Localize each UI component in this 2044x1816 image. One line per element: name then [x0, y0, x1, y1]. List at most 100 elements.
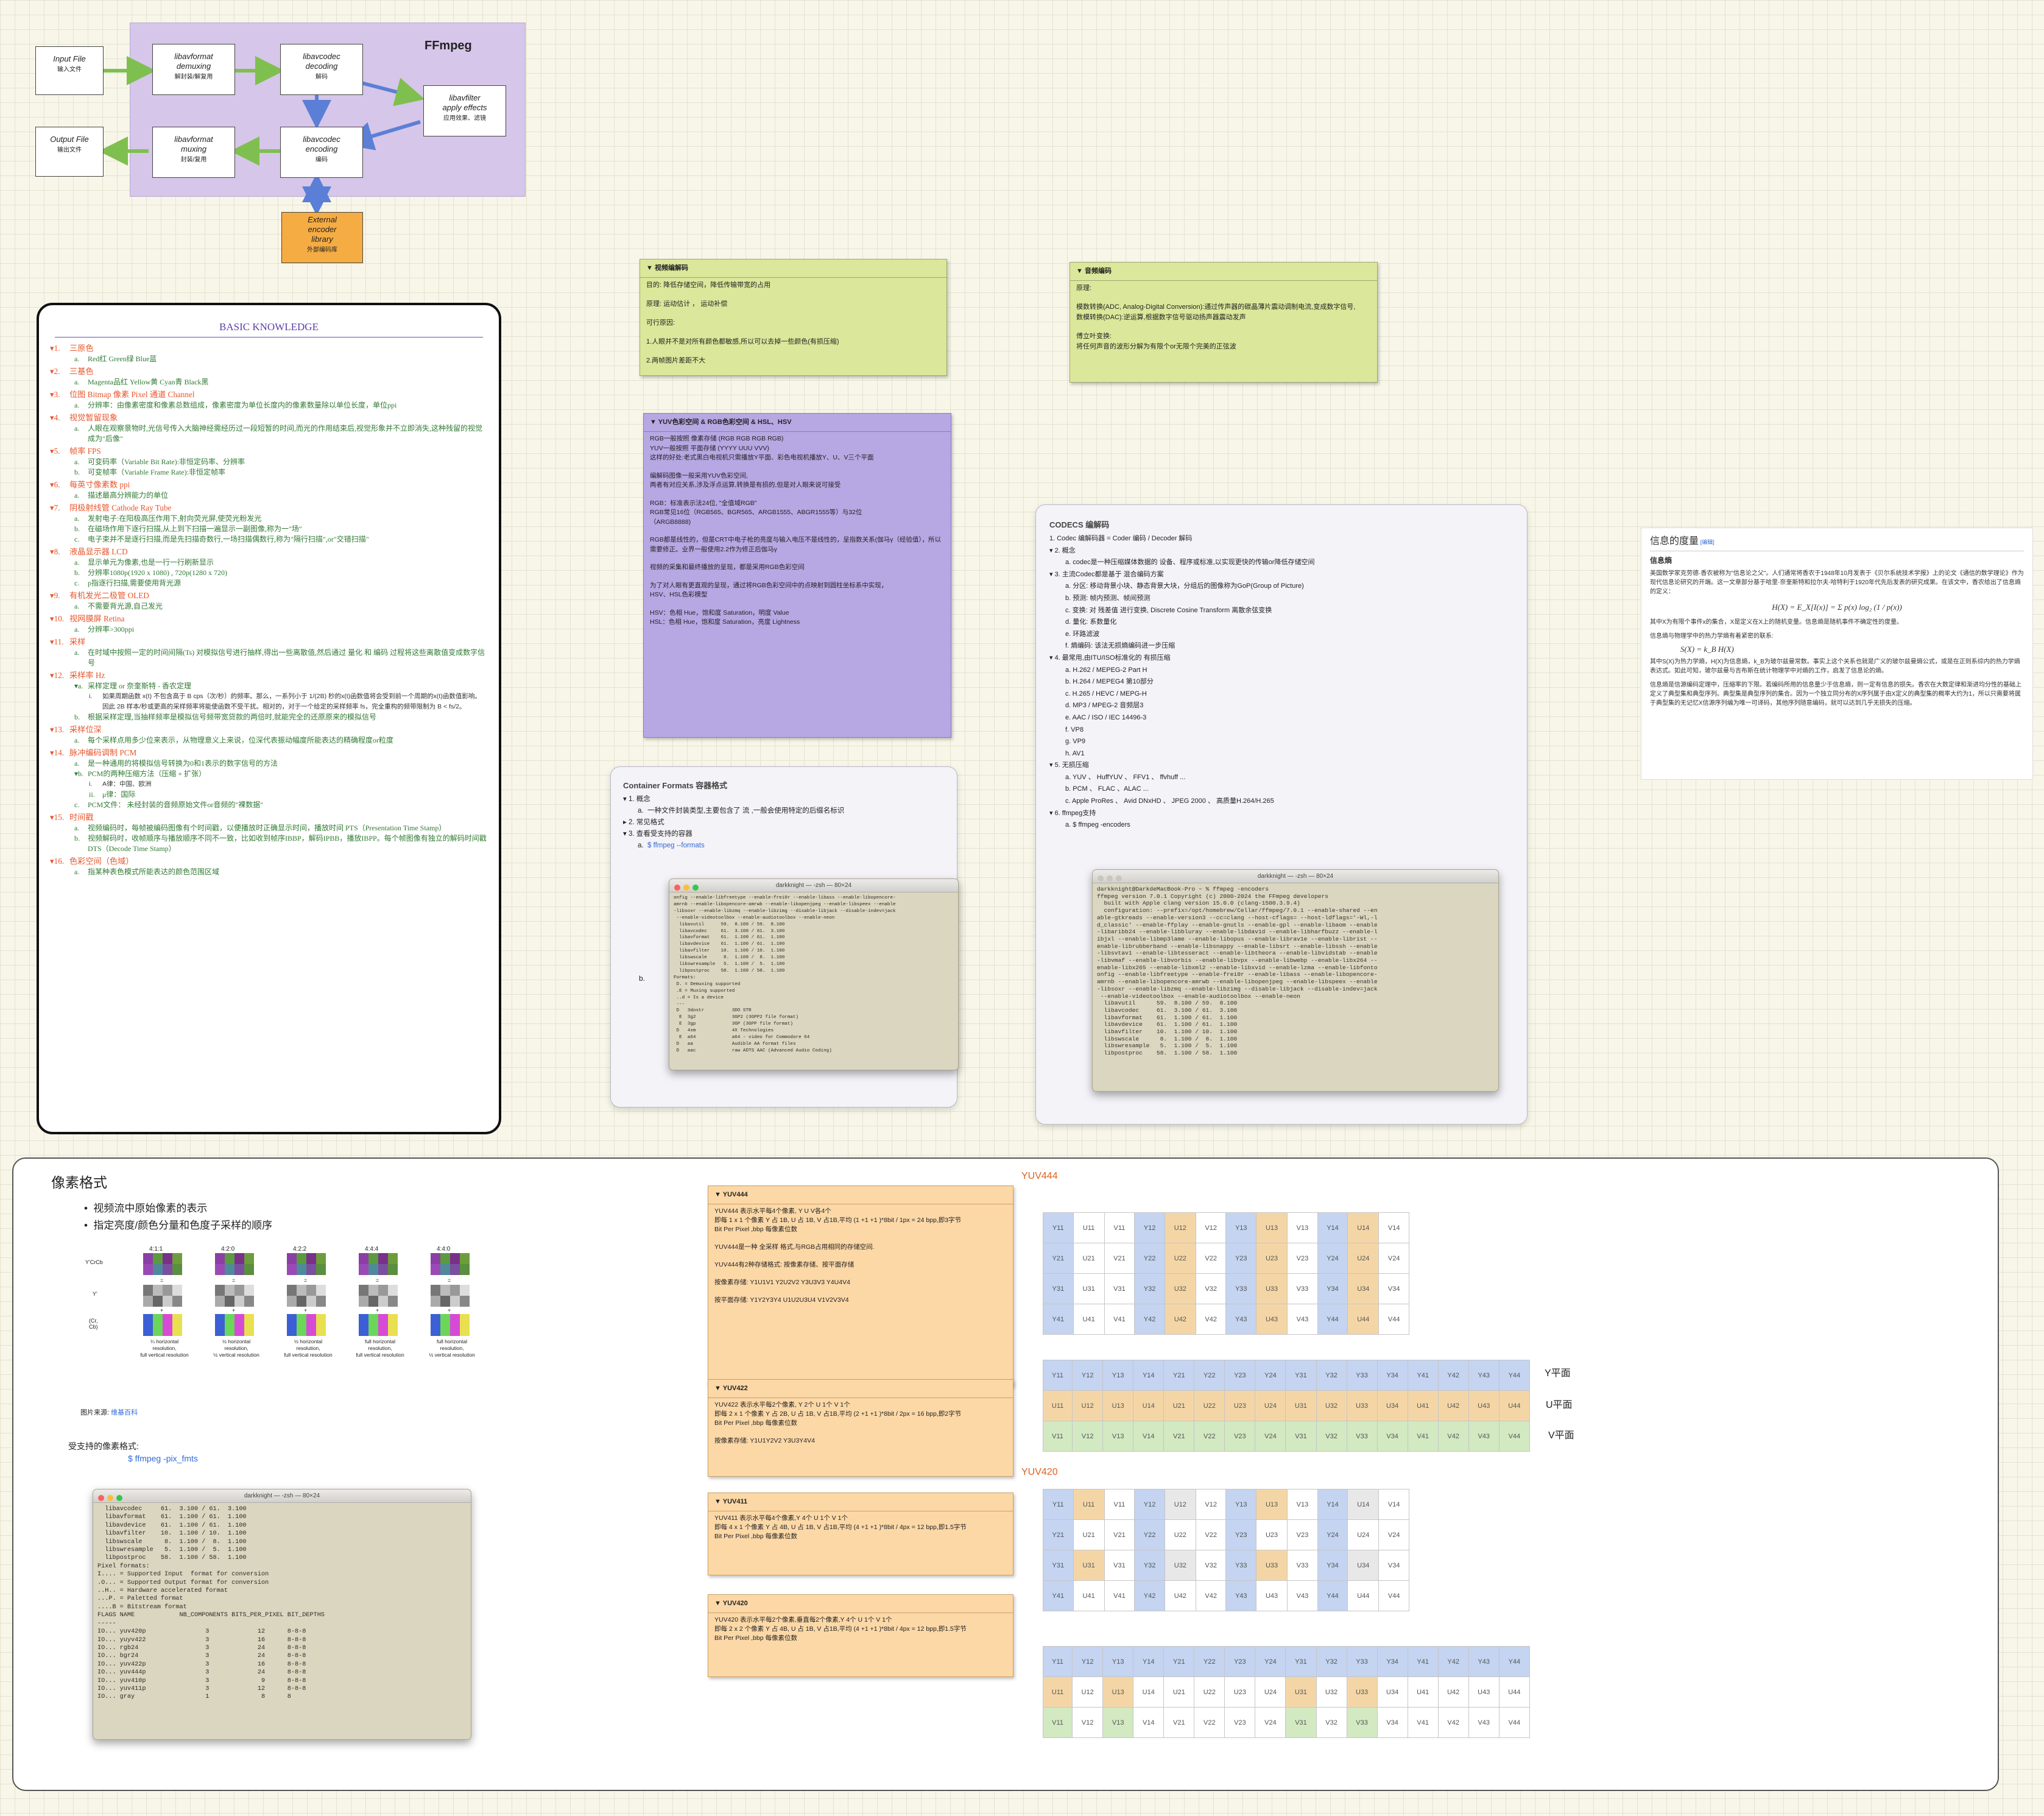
yuv-sample-cell: Y11: [1042, 1646, 1073, 1677]
yuv-sample-cell: U12: [1072, 1390, 1104, 1421]
yuv-sample-cell: Y34: [1317, 1273, 1348, 1304]
knowledge-item[interactable]: ▾11.采样: [50, 637, 86, 646]
knowledge-subitem: ii.μ律：国际: [89, 790, 136, 799]
yuv-sample-cell: U44: [1347, 1304, 1380, 1335]
yuv-sample-cell: U31: [1285, 1676, 1317, 1708]
knowledge-subitem: a.分辨率：由像素密度和像素总数组成，像素密度为单位长度内的像素数量除以单位长度…: [74, 401, 397, 409]
yuv-sample-cell: Y32: [1316, 1360, 1347, 1391]
yuv-sample-cell: Y34: [1317, 1550, 1348, 1581]
yuv-sample-cell: U32: [1316, 1676, 1347, 1708]
yuv-sample-cell: Y21: [1043, 1243, 1074, 1274]
note-line: [714, 1270, 1007, 1278]
yuv-colorspace-title[interactable]: ▼ YUV色彩空间 & RGB色彩空间 & HSL、HSV: [644, 414, 951, 432]
knowledge-item[interactable]: ▾9.有机发光二极管 OLED: [50, 591, 149, 600]
yuv-sample-cell: Y24: [1255, 1360, 1286, 1391]
yuv-sample-cell: Y41: [1407, 1360, 1439, 1391]
yuv-sample-cell: U13: [1102, 1390, 1134, 1421]
yuv-sample-cell: V43: [1468, 1707, 1500, 1738]
yuv-sample-cell: U11: [1073, 1212, 1105, 1243]
knowledge-item[interactable]: ▾3.位图 Bitmap 像素 Pixel 通道 Channel: [50, 390, 195, 399]
container-common[interactable]: ▸ 2. 常见格式: [623, 819, 664, 826]
note-line: YUV411 表示水平每4个像素,Y 4个 U 1个 V 1个: [714, 1514, 848, 1522]
yuv-note-title[interactable]: ▼ YUV422: [708, 1380, 1013, 1398]
knowledge-item[interactable]: ▾13.采样位深: [50, 725, 102, 734]
knowledge-item[interactable]: ▾4.视觉暂留现象: [50, 413, 118, 422]
entropy-p5: 信息熵是信源编码定理中，压缩率的下限。若编码所用的信息量少于信息熵，则一定有信息…: [1650, 682, 2021, 707]
knowledge-item[interactable]: ▾14.脉冲编码调制 PCM: [50, 748, 137, 757]
knowledge-item[interactable]: ▾12.采样率 Hz: [50, 671, 105, 680]
yuv-sample-cell: V22: [1194, 1421, 1225, 1452]
knowledge-item[interactable]: ▾7.阴极射线管 Cathode Ray Tube: [50, 503, 172, 512]
knowledge-item[interactable]: ▾5.帧率 FPS: [50, 447, 101, 456]
yuv-sample-cell: V23: [1287, 1519, 1318, 1550]
y-row-label: Y': [93, 1291, 97, 1297]
container-query[interactable]: ▾ 3. 查看受支持的容器: [623, 830, 692, 838]
encoders-terminal-output: darkknight@DarkdeMacBook-Pro ~ % ffmpeg …: [1097, 886, 1378, 1057]
yuv-sample-cell: U23: [1224, 1390, 1256, 1421]
note-line: RGB：标准表示法24位, "全值域RGB": [650, 499, 757, 507]
yuv-sample-cell: V43: [1287, 1580, 1318, 1611]
note-line: YUV444是一种 全采样 格式,与RGB占用相同的存储空间.: [714, 1243, 875, 1251]
knowledge-item[interactable]: ▾6.每英寸像素数 ppi: [50, 480, 130, 489]
note-line: HSV：色相 Hue，饱和度 Saturation，明度 Value: [650, 609, 789, 617]
entropy-edit-link[interactable]: [编辑]: [1700, 539, 1714, 545]
wikipedia-link[interactable]: 维基百科: [111, 1409, 138, 1416]
knowledge-subitem: b.视频解码时，收帧顺序与播放顺序不同不一致，比如收到帧序IBBP，解码IPBB…: [74, 834, 487, 853]
yuv-sample-cell: V42: [1195, 1304, 1227, 1335]
yuv-sample-cell: Y43: [1468, 1646, 1500, 1677]
yuv-sample-cell: V21: [1163, 1707, 1195, 1738]
encoders-terminal[interactable]: darkknight — -zsh — 80×24 darkknight@Dar…: [1092, 869, 1499, 1092]
knowledge-item[interactable]: ▾2.三基色: [50, 367, 94, 376]
yuv-sample-cell: U21: [1073, 1243, 1105, 1274]
note-line: 即每 1 x 1 个像素 Y 占 1B, U 占 1B, V 占1B,平均 (1…: [714, 1217, 962, 1224]
subsampling-block: [359, 1253, 398, 1275]
codec-outline-line[interactable]: ▾ 4. 最常用,由ITU/ISO标准化的 有损压缩: [1049, 654, 1171, 662]
yuv-sample-cell: V34: [1378, 1550, 1409, 1581]
yuv-sample-cell: U43: [1256, 1580, 1288, 1611]
yuv-sample-cell: U22: [1164, 1519, 1196, 1550]
yuv-note-title[interactable]: ▼ YUV411: [708, 1493, 1013, 1511]
codec-outline-line[interactable]: ▾ 6. ffmpeg支持: [1049, 809, 1096, 817]
codec-outline-line[interactable]: ▾ 5. 无损压缩: [1049, 761, 1089, 769]
subsampling-block: [143, 1285, 182, 1307]
knowledge-item[interactable]: ▾10.视网膜屏 Retina: [50, 614, 125, 623]
entropy-subtitle: 信息熵: [1650, 556, 1672, 565]
note-line: [714, 1287, 1007, 1296]
yuv-sample-cell: U22: [1194, 1676, 1225, 1708]
codec-outline-line[interactable]: ▾ 3. 主流Codec都是基于 混合编码方案: [1049, 570, 1164, 578]
knowledge-subitem: a.分辨率>300ppi: [74, 625, 135, 634]
yuv-sample-cell: U41: [1407, 1390, 1439, 1421]
note-line: RGB都是线性的，但是CRT中电子枪的亮度与输入电压不是线性的，呈指数关系(伽马…: [650, 536, 942, 553]
container-concept[interactable]: ▾ 1. 概念: [623, 796, 650, 803]
yuv-sample-cell: V13: [1287, 1489, 1318, 1520]
knowledge-item[interactable]: ▾1.三原色: [50, 344, 94, 353]
audio-codec-title[interactable]: ▼ 音频编码: [1070, 263, 1377, 281]
knowledge-subitem: i.如果周期函数 x(t) 不包含高于 B cps（次/秒）的频率。那么，一系列…: [89, 693, 481, 700]
codec-outline-line: f. 熵编码: 该法无损熵编码进一步压缩: [1065, 642, 1175, 650]
note-line: 按像素存储: Y1U1V1 Y2U2V2 Y3U3V3 Y4U4V4: [714, 1279, 850, 1286]
codec-outline-line[interactable]: ▾ 2. 概念: [1049, 546, 1076, 554]
subsampling-block: [215, 1253, 254, 1275]
yuv-sample-cell: Y24: [1317, 1519, 1348, 1550]
yuv-sample-cell: Y33: [1225, 1273, 1257, 1304]
knowledge-item[interactable]: ▾8.液晶显示器 LCD: [50, 547, 128, 556]
yuv-sample-cell: Y21: [1163, 1646, 1195, 1677]
codec-outline-line: d. MP3 / MPEG-2 音频层3: [1065, 702, 1144, 710]
yuv-sample-cell: V43: [1287, 1304, 1318, 1335]
formats-terminal[interactable]: darkknight — -zsh — 80×24 onfig --enable…: [669, 878, 959, 1070]
note-line: 数模转换(DAC):逆运算,根据数字信号驱动扬声器震动发声: [1076, 314, 1246, 321]
yuv-note-title[interactable]: ▼ YUV420: [708, 1595, 1013, 1613]
knowledge-item[interactable]: ▾15.时间戳: [50, 813, 94, 822]
yuv-sample-cell: Y41: [1407, 1646, 1439, 1677]
subsampling-label: 4:2:0: [221, 1246, 235, 1252]
video-codec-title[interactable]: ▼ 视频编解码: [640, 260, 946, 278]
yuv-note-title[interactable]: ▼ YUV444: [708, 1186, 1013, 1204]
yuv-sample-cell: V42: [1437, 1707, 1469, 1738]
pix-fmts-terminal[interactable]: darkknight — -zsh — 80×24 libavcodec 61.…: [93, 1489, 471, 1740]
entropy-p2: 其中X为有限个事件x的集合，X是定义在X上的随机变量。信息熵是随机事件不确定性的…: [1650, 619, 1903, 626]
yuv-sample-cell: U31: [1285, 1390, 1317, 1421]
yuv-sample-cell: U34: [1347, 1550, 1380, 1581]
knowledge-item[interactable]: ▾16.色彩空间（色域）: [50, 857, 134, 866]
